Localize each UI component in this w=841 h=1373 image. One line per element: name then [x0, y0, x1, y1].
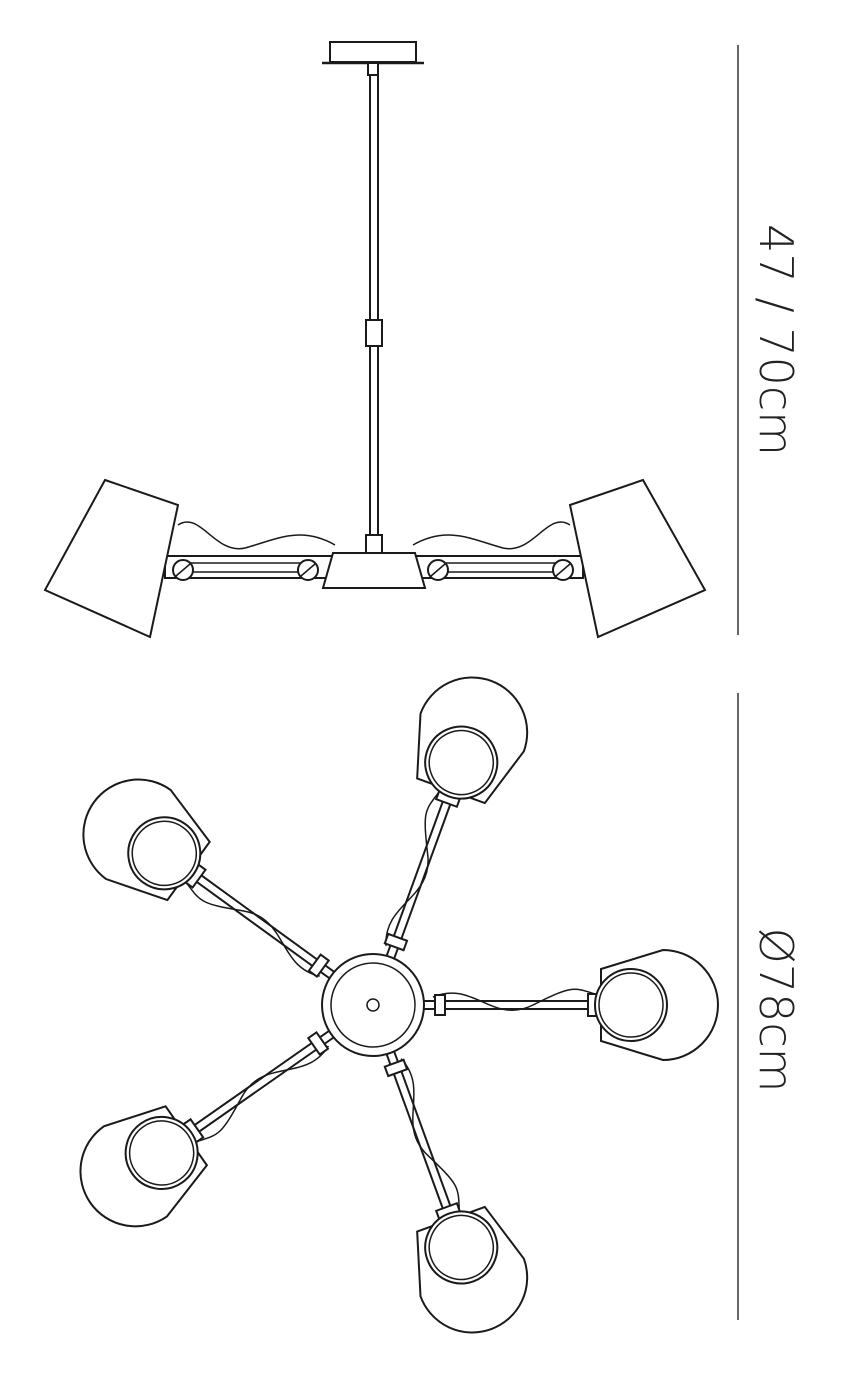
- cable-left: [177, 521, 336, 550]
- rod-joint: [365, 319, 383, 347]
- lamp-arm-2: [383, 1047, 529, 1334]
- lamp-arm-4: [82, 778, 338, 982]
- top-view: [79, 676, 719, 1334]
- side-view: [43, 41, 707, 639]
- suspension-rod: [369, 74, 379, 536]
- height-label: 47 / 70cm: [749, 224, 803, 456]
- knob-icons: [172, 559, 574, 581]
- rod-connector: [367, 62, 379, 76]
- lamp-arm-1: [420, 948, 719, 1062]
- shade-left: [43, 478, 180, 639]
- center-hub: [321, 552, 427, 589]
- shade-right: [568, 478, 707, 639]
- top-center-hub: [321, 953, 425, 1057]
- ceiling-plate: [329, 41, 417, 63]
- rod-base: [365, 534, 383, 554]
- lamp-arm-0: [383, 676, 529, 963]
- lamp-arm-3: [79, 1027, 338, 1228]
- cable-right: [412, 521, 571, 550]
- diameter-label: Ø78cm: [749, 928, 803, 1093]
